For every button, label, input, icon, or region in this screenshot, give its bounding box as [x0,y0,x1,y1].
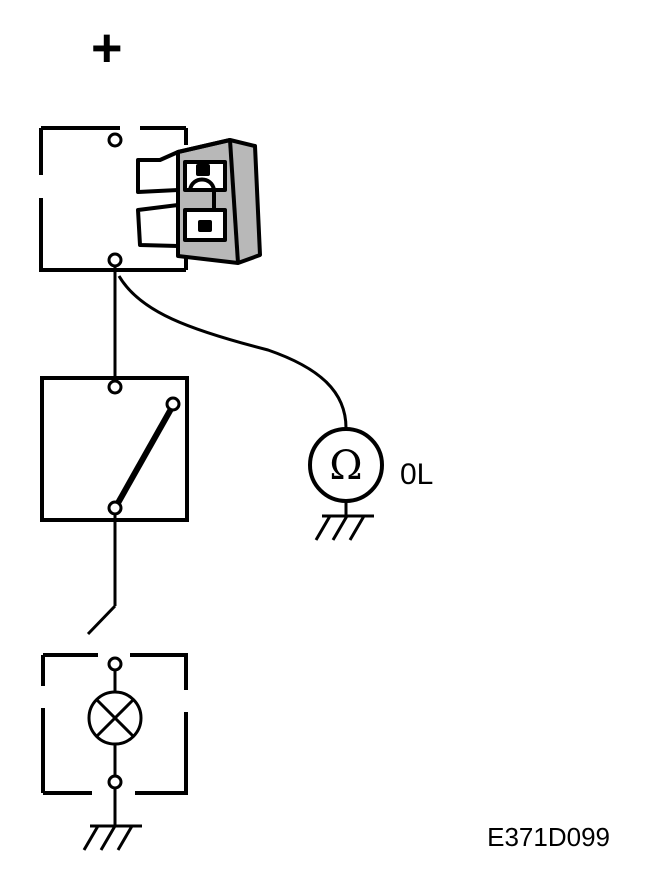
meter-probe-wire [117,275,348,429]
blade-fuse-icon [136,138,262,265]
switch-contact-pivot [165,396,181,412]
lamp-terminal-bottom [107,774,123,790]
ohmmeter-symbol: Ω [329,443,362,489]
ground-icon-lamp [82,824,142,851]
lamp-terminal-top [107,656,123,672]
circuit-wires [86,266,348,826]
wire-open-break [86,604,117,636]
fuse-box [39,126,188,272]
ohmmeter-icon [308,427,384,503]
figure-code: E371D099 [487,822,610,852]
lamp-box [41,653,188,795]
switch-terminal-bottom [107,500,123,516]
lamp-icon [87,690,143,746]
meter-reading: 0L [400,458,433,491]
ground-icon-meter [314,514,374,541]
switch-box [40,376,189,522]
fuse-terminal-bottom [107,252,123,268]
switch-terminal-top [107,379,123,395]
supply-plus-symbol: + [91,18,123,78]
switch-contact-arm [115,407,174,505]
fuse-terminal-top [107,132,123,148]
